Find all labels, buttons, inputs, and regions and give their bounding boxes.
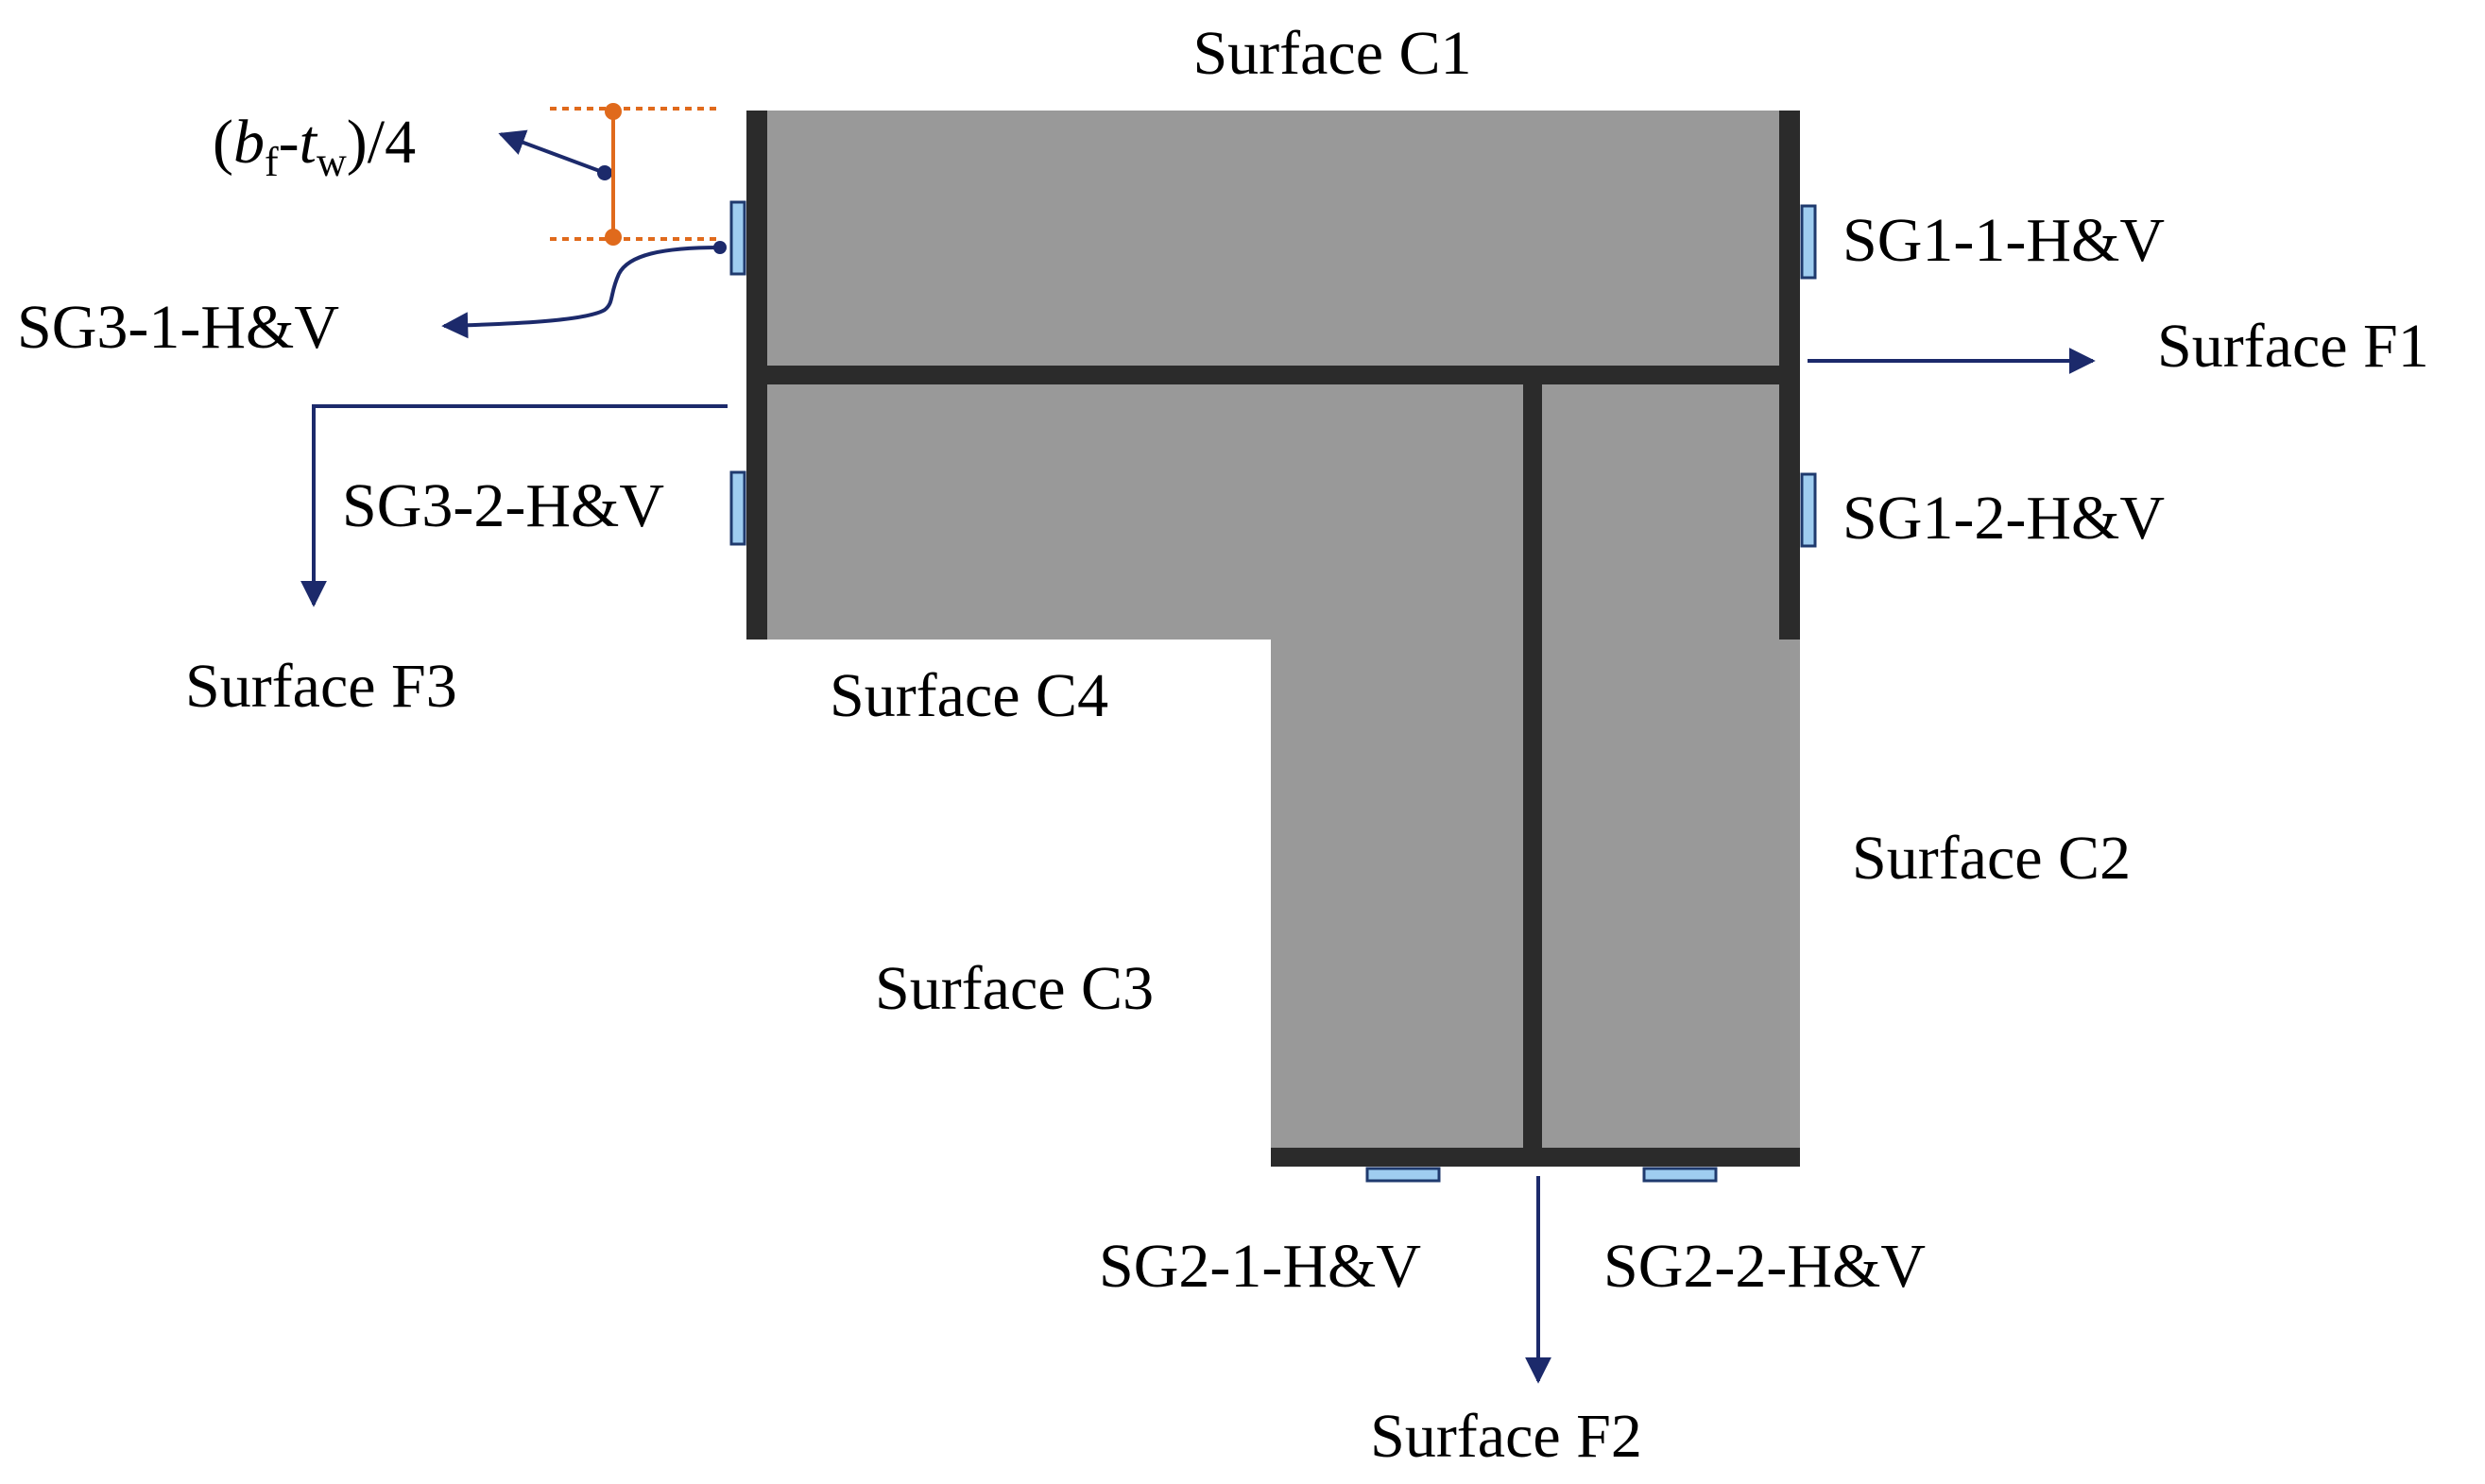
strain-gauge-sg1-1 — [1800, 204, 1817, 280]
arrow-dimension-leader — [498, 129, 606, 175]
label-sg3-1: SG3-1-H&V — [17, 293, 339, 362]
dimension-dot-bottom — [605, 229, 622, 246]
formula-b: b — [233, 108, 265, 177]
label-surface-c2: Surface C2 — [1852, 824, 2131, 893]
label-surface-c1: Surface C1 — [1192, 19, 1471, 88]
arrow-sg3-1-leader — [441, 246, 721, 339]
label-surface-f3: Surface F3 — [185, 652, 457, 721]
arrow-surface-f3 — [300, 404, 728, 607]
steel-plate-horizontal — [746, 366, 1800, 384]
label-surface-c3: Surface C3 — [875, 954, 1154, 1023]
label-sg2-1: SG2-1-H&V — [1099, 1232, 1421, 1301]
dimension-dot-top — [605, 103, 622, 120]
label-surface-f1: Surface F1 — [2157, 312, 2429, 381]
formula-t-sub: w — [317, 139, 347, 185]
label-sg1-2: SG1-2-H&V — [1842, 484, 2165, 553]
label-sg1-1: SG1-1-H&V — [1842, 206, 2165, 275]
formula-open: ( — [213, 108, 233, 177]
leader-dot-sg3-1 — [713, 241, 727, 254]
strain-gauge-sg2-2 — [1642, 1167, 1718, 1183]
label-surface-f2: Surface F2 — [1370, 1402, 1642, 1471]
strain-gauge-sg3-1 — [729, 200, 746, 276]
formula-close: )/4 — [347, 108, 416, 177]
strain-gauge-sg1-2 — [1800, 472, 1817, 548]
steel-plate-vertical — [1523, 366, 1542, 1152]
label-sg3-2: SG3-2-H&V — [342, 471, 664, 540]
formula-b-sub: f — [265, 139, 279, 185]
label-sg2-2: SG2-2-H&V — [1603, 1232, 1926, 1301]
strain-gauge-sg3-2 — [729, 470, 746, 546]
formula-t: t — [300, 108, 318, 177]
strain-gauge-sg2-1 — [1365, 1167, 1441, 1183]
leader-dot-dimension — [597, 165, 612, 180]
label-dimension-formula: (bf-tw)/4 — [213, 108, 416, 185]
formula-minus: - — [279, 108, 300, 177]
steel-plate-bottom — [1271, 1148, 1800, 1167]
label-surface-c4: Surface C4 — [830, 661, 1108, 730]
